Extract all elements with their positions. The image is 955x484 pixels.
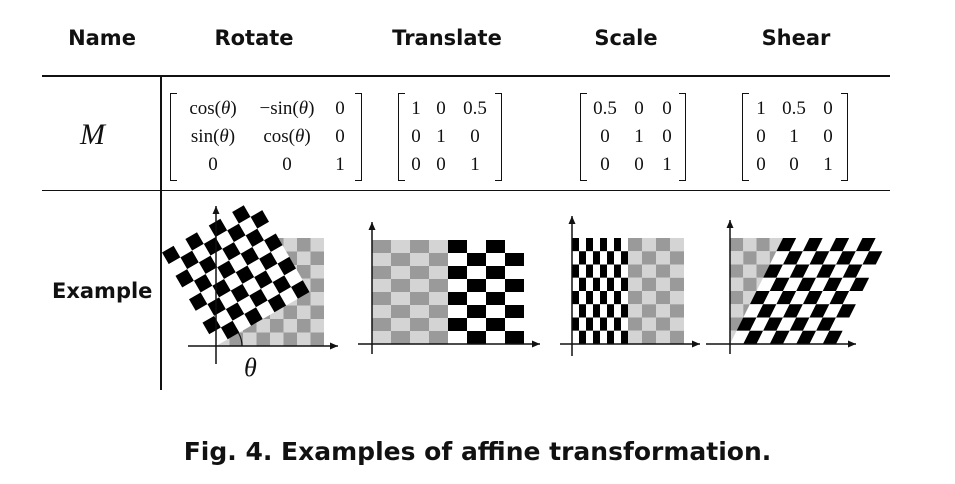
matrix-cell: 0 <box>823 126 833 147</box>
translated-board <box>448 240 524 344</box>
angle-arc <box>237 332 243 347</box>
matrix-cell: 0 <box>600 154 610 175</box>
matrix-cell: 0 <box>436 98 446 119</box>
header-rotate: Rotate <box>214 26 294 50</box>
matrix-cell: sin(θ) <box>190 126 236 147</box>
matrix-cell: 0 <box>756 154 766 175</box>
matrix-cell: 1 <box>662 154 672 175</box>
header-translate: Translate <box>392 26 502 50</box>
matrix-cell: 1 <box>634 126 644 147</box>
example-label: Example <box>52 279 153 303</box>
figure-caption: Fig. 4. Examples of affine transformatio… <box>183 437 772 466</box>
matrix-cell: 1 <box>335 154 345 175</box>
header-name: Name <box>68 26 136 50</box>
axes <box>706 220 856 354</box>
matrix-cell: 1 <box>789 126 799 147</box>
rotate-example <box>162 198 338 364</box>
table-middle-rule <box>42 190 890 191</box>
theta-label: θ <box>244 353 257 382</box>
matrix-cell: 1 <box>823 154 833 175</box>
sheared-board <box>730 238 889 344</box>
axes <box>560 216 700 356</box>
matrix-cell: 0 <box>600 126 610 147</box>
shear-matrix: 1 0.5 0 0 1 0 0 0 1 <box>742 93 848 181</box>
matrix-cell: 0 <box>634 154 644 175</box>
matrix-cell: cos(θ) <box>189 98 237 119</box>
axes <box>358 222 540 354</box>
matrix-cell: 0 <box>208 154 218 175</box>
shear-example <box>706 220 889 354</box>
matrix-cell: 0 <box>411 154 421 175</box>
rotated-board <box>162 198 310 346</box>
matrix-cell: 0 <box>634 98 644 119</box>
scaled-board <box>572 238 628 344</box>
matrix-cell: 0 <box>411 126 421 147</box>
header-shear: Shear <box>761 26 831 50</box>
matrix-cell: 0 <box>335 126 345 147</box>
table-vertical-rule <box>160 76 162 390</box>
matrix-cell: cos(θ) <box>263 126 311 147</box>
rotate-matrix: cos(θ) −sin(θ) 0 sin(θ) cos(θ) 0 0 0 1 <box>170 93 362 181</box>
matrix-cell: 0 <box>282 154 292 175</box>
matrix-cell: 1 <box>756 98 766 119</box>
matrix-cell: 0 <box>789 154 799 175</box>
matrix-cell: 0 <box>335 98 345 119</box>
matrix-cell: 1 <box>411 98 421 119</box>
matrix-symbol: M <box>80 118 105 151</box>
scale-example <box>560 216 700 356</box>
matrix-cell: 0 <box>662 126 672 147</box>
matrix-cell: 1 <box>470 154 480 175</box>
matrix-cell: 1 <box>436 126 446 147</box>
translate-example <box>358 222 540 354</box>
matrix-cell: 0.5 <box>782 98 806 119</box>
matrix-cell: 0 <box>436 154 446 175</box>
matrix-cell: 0 <box>662 98 672 119</box>
matrix-cell: −sin(θ) <box>259 98 315 119</box>
matrix-cell: 0.5 <box>463 98 487 119</box>
table-top-rule <box>42 75 890 77</box>
matrix-cell: 0 <box>756 126 766 147</box>
matrix-cell: 0 <box>823 98 833 119</box>
axes <box>188 206 338 364</box>
header-scale: Scale <box>594 26 658 50</box>
matrix-cell: 0 <box>470 126 480 147</box>
matrix-cell: 0.5 <box>593 98 617 119</box>
